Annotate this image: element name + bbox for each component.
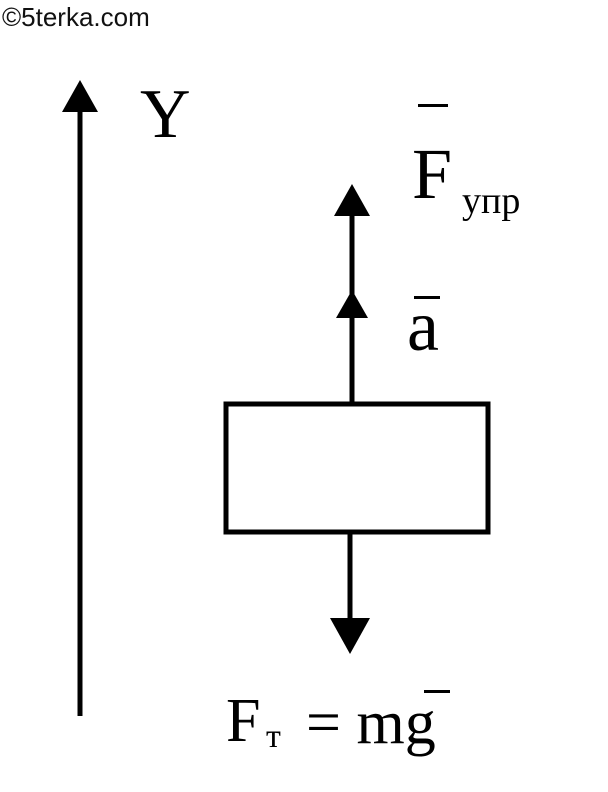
acceleration-label: a — [407, 286, 439, 366]
gravity-equation: = mg — [306, 689, 436, 757]
elastic-force-subscript: упр — [462, 180, 521, 222]
watermark: ©5terka.com — [2, 2, 150, 32]
elastic-force-vector-bar — [418, 104, 448, 107]
elastic-force-symbol: F — [412, 134, 453, 214]
gravity-arrowhead-icon — [330, 618, 370, 654]
acceleration-vector-bar — [414, 296, 440, 299]
gravity-force-symbol: F — [226, 687, 261, 755]
y-axis-label: Y — [140, 76, 191, 153]
y-axis-arrowhead-icon — [62, 80, 98, 112]
elastic-force-arrowhead-icon — [334, 184, 370, 216]
gravity-force-subscript: т — [266, 718, 281, 755]
acceleration-arrowhead-icon — [336, 290, 368, 318]
gravity-vector-bar — [424, 690, 450, 693]
body-block — [223, 401, 491, 535]
